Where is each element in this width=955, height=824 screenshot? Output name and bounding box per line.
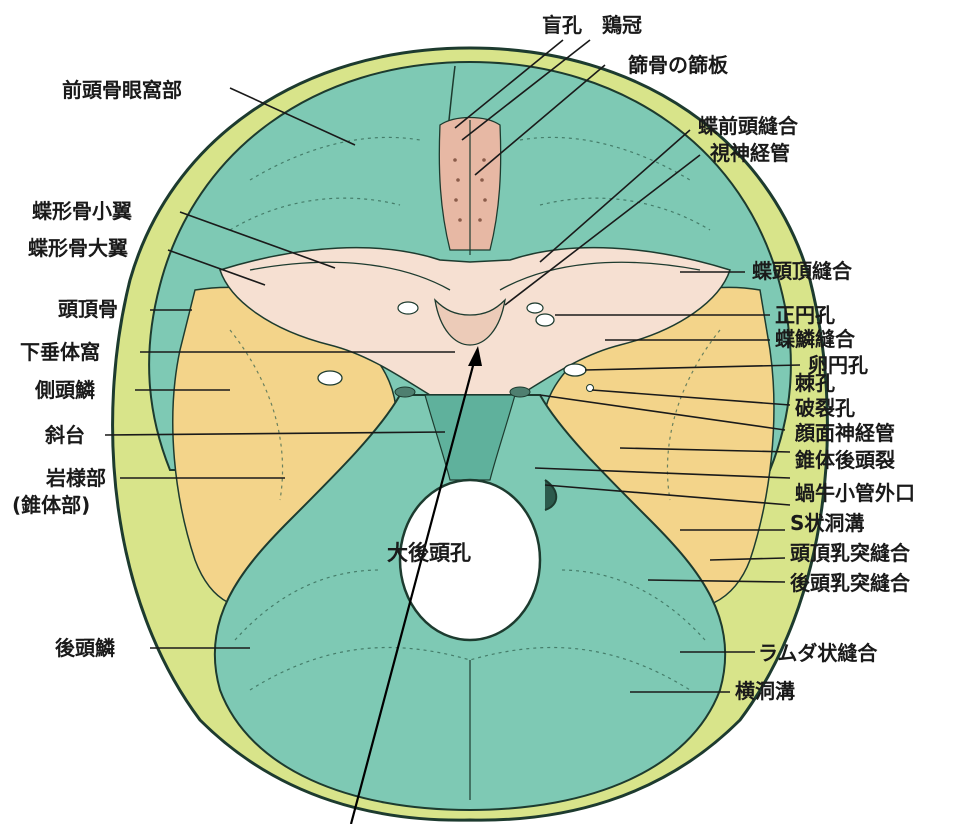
label-frontal-orbital: 前頭骨眼窩部 (62, 78, 182, 102)
label-foramen-magnum: 大後頭孔 (387, 541, 471, 565)
labels: 盲孔 鶏冠 篩骨の篩板 前頭骨眼窩部 蝶前頭縫合 視神経管 蝶形骨小翼 蝶形骨大… (12, 13, 915, 703)
label-occipitomastoid-suture: 後頭乳突縫合 (790, 571, 911, 595)
label-petrooccipital-fissure: 錐体後頭裂 (795, 448, 895, 472)
label-foramen-spinosum: 棘孔 (795, 371, 835, 395)
label-transverse-sulcus: 横洞溝 (735, 679, 795, 703)
label-lesser-wing: 蝶形骨小翼 (32, 199, 132, 223)
label-cribriform-plate: 篩骨の篩板 (628, 53, 729, 77)
label-sphenoparietal-suture: 蝶頭頂縫合 (752, 259, 853, 283)
label-parietal-bone: 頭頂骨 (58, 297, 118, 321)
label-foramen-ovale: 卵円孔 (808, 353, 868, 377)
label-sphenosquamous-suture: 蝶鱗縫合 (775, 327, 856, 351)
label-petrous-part-alt: (錐体部) (12, 493, 90, 517)
label-petrous-part: 岩様部 (45, 466, 106, 490)
label-foramen-rotundum: 正円孔 (775, 303, 835, 327)
label-clivus: 斜台 (44, 423, 85, 447)
label-hypophyseal-fossa: 下垂体窩 (20, 340, 100, 364)
label-cochlear-aqueduct: 蝸牛小管外口 (795, 481, 915, 505)
pointer-arrow (349, 346, 482, 824)
label-occipital-squama: 後頭鱗 (55, 636, 116, 660)
label-lambdoid-suture: ラムダ状縫合 (758, 641, 878, 665)
label-foramen-lacerum: 破裂孔 (795, 396, 855, 420)
label-facial-canal: 顔面神経管 (794, 421, 895, 445)
label-squamous-temporal: 側頭鱗 (34, 378, 96, 402)
label-optic-canal: 視神経管 (709, 141, 790, 165)
label-sphenofrontal-suture: 蝶前頭縫合 (698, 114, 799, 138)
label-sigmoid-sulcus: S状洞溝 (790, 511, 864, 535)
skull-illustration (111, 46, 829, 822)
sella-turcica (434, 298, 506, 346)
label-crista-galli: 鶏冠 (602, 13, 642, 37)
leader-lines (104, 39, 801, 693)
label-foramen-cecum: 盲孔 (542, 13, 582, 37)
foramen-magnum (398, 478, 542, 642)
label-greater-wing: 蝶形骨大翼 (28, 236, 128, 260)
label-parietomastoid-suture: 頭頂乳突縫合 (790, 541, 911, 565)
